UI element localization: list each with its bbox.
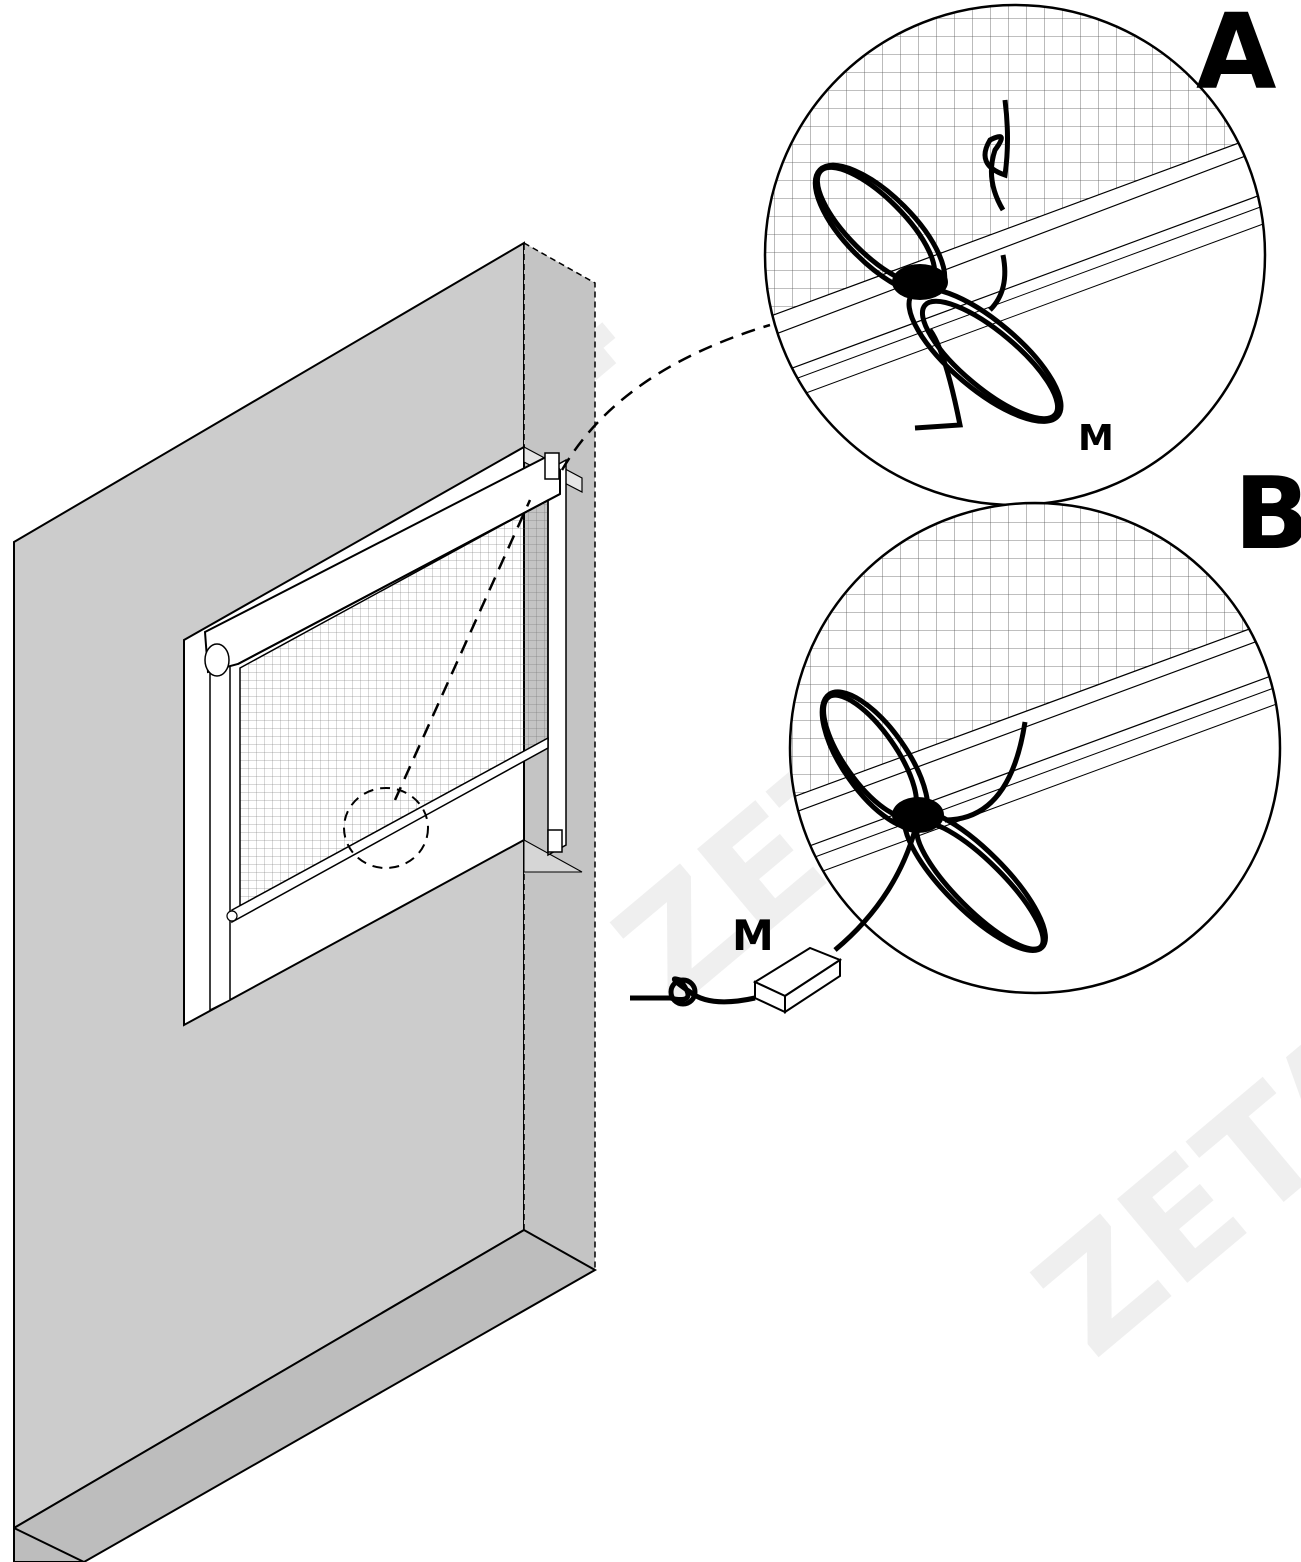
- frame-right-post: [547, 458, 567, 857]
- detail-b-part-label: M: [732, 911, 774, 960]
- detail-highlight-circle: [343, 787, 429, 869]
- callout-arc: [560, 323, 771, 471]
- detail-a-label: A: [1196, 0, 1277, 113]
- detail-b: B M: [630, 455, 1301, 1014]
- frame-left-post: [209, 648, 231, 1012]
- detail-a-part-label: M: [1078, 418, 1114, 459]
- detail-a: A M: [763, 0, 1277, 507]
- wall-bottom-face: [13, 1228, 598, 1562]
- cord-terminal: [630, 946, 843, 1014]
- wall-block: [13, 241, 598, 1562]
- detail-b-label: B: [1234, 455, 1301, 572]
- cord-guide-line: [393, 499, 532, 801]
